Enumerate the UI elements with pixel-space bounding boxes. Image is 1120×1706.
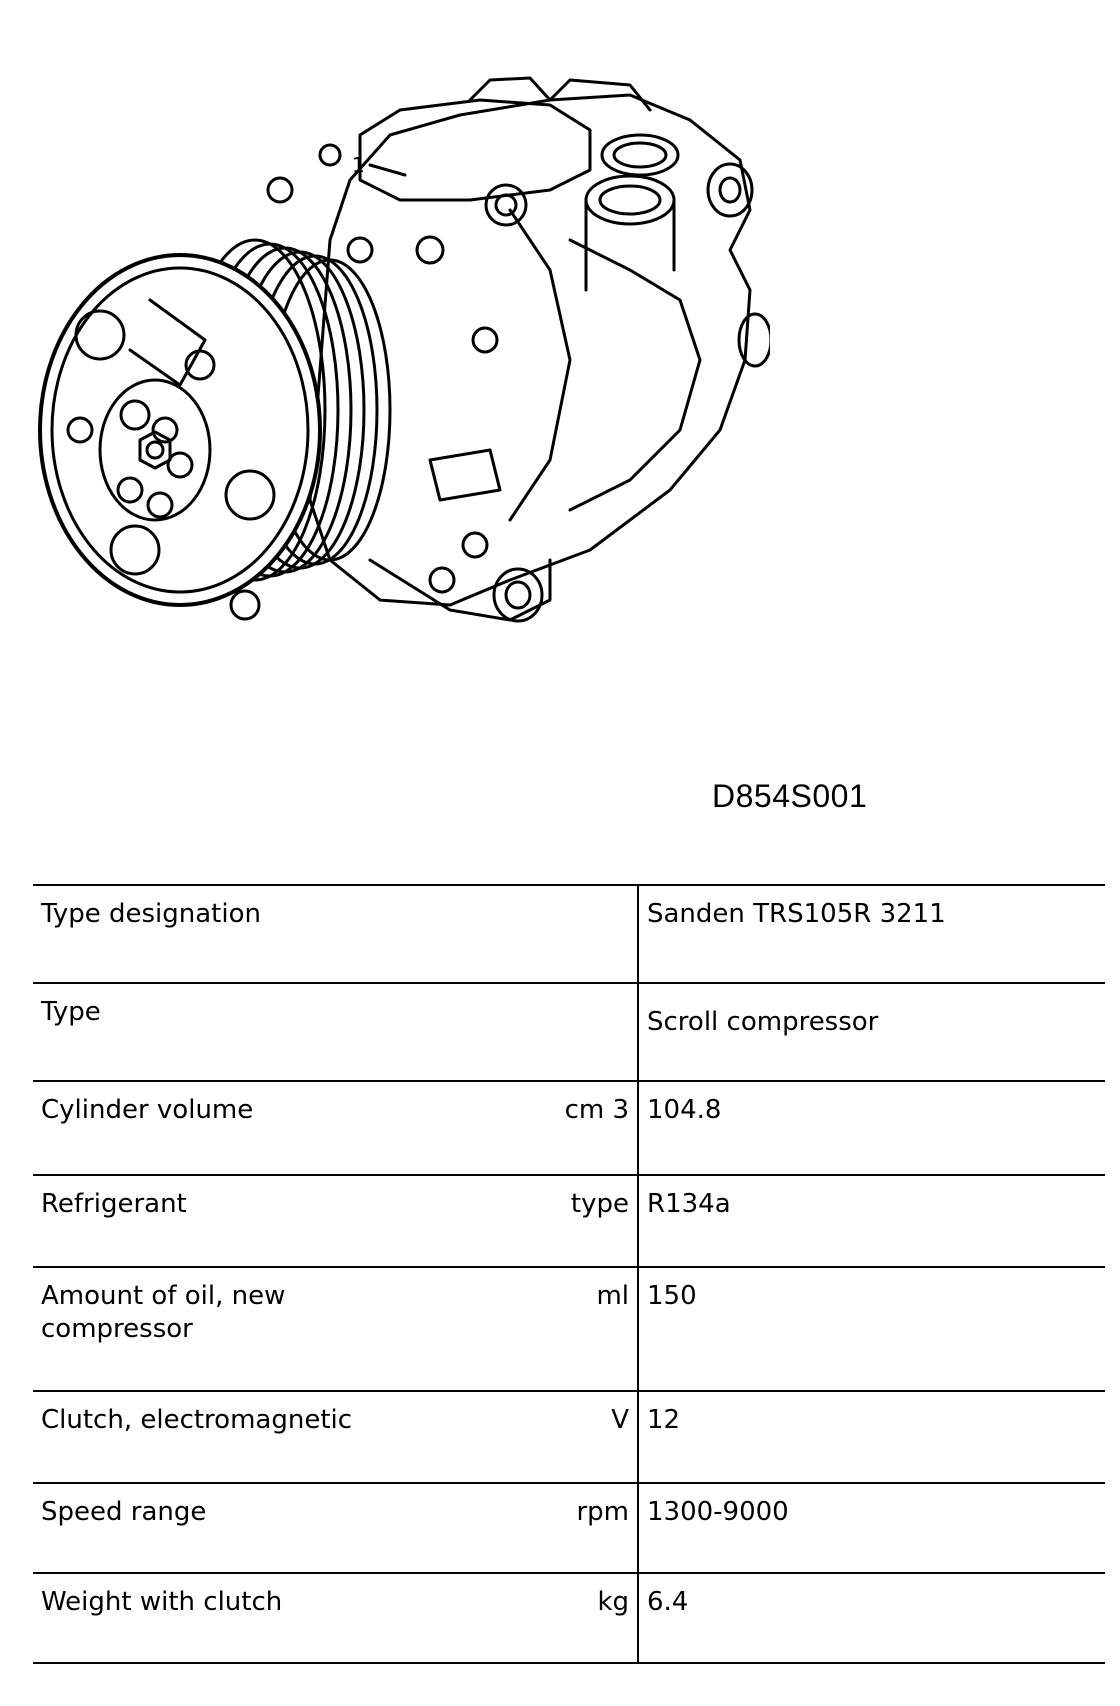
row-label-cell: Weight with clutch kg (33, 1573, 638, 1664)
table-row: Type designation Sanden TRS105R 3211 (33, 884, 1105, 984)
hub-nut (138, 430, 172, 470)
row-label: Type designation (41, 899, 261, 929)
table-row: Refrigerant type R134a (33, 1175, 1105, 1268)
row-value: Scroll compressor (637, 983, 1105, 1082)
figure-code: D854S001 (712, 778, 868, 814)
row-label-cell: Type designation (33, 884, 638, 984)
row-value: 1300-9000 (637, 1483, 1105, 1574)
row-unit: rpm (576, 1497, 629, 1527)
table-row: Cylinder volume cm 3 104.8 (33, 1081, 1105, 1176)
clutch-hub (98, 378, 212, 522)
compressor-illustration: 1 (38, 76, 770, 623)
row-label-cell: Cylinder volume cm 3 (33, 1081, 638, 1176)
row-unit: V (611, 1405, 629, 1435)
row-label: Clutch, electromagnetic (41, 1405, 353, 1435)
row-label: Refrigerant (41, 1189, 187, 1219)
mount-ear-right-top (706, 162, 754, 218)
row-value: Sanden TRS105R 3211 (637, 884, 1105, 984)
mount-ear-right (737, 312, 770, 368)
row-label: Weight with clutch (41, 1587, 283, 1617)
row-label-cell: Type (33, 983, 638, 1082)
row-label: Speed range (41, 1497, 207, 1527)
row-unit: type (570, 1189, 629, 1219)
row-value: 12 (637, 1391, 1105, 1484)
row-value: 150 (637, 1267, 1105, 1392)
top-manifold (358, 98, 592, 202)
mount-ear-bottom (492, 567, 544, 623)
compressor-body (308, 93, 752, 607)
row-value-text: Scroll compressor (647, 1007, 879, 1037)
row-label-cell: Speed range rpm (33, 1483, 638, 1574)
table-row: Clutch, electromagnetic V 12 (33, 1391, 1105, 1484)
row-unit: kg (597, 1587, 629, 1617)
row-label-cell: Refrigerant type (33, 1175, 638, 1268)
clutch-rivet (74, 309, 126, 361)
callout-number: 1 (352, 153, 365, 177)
row-label: Type (41, 997, 101, 1027)
row-value: R134a (637, 1175, 1105, 1268)
table-row: Speed range rpm 1300-9000 (33, 1483, 1105, 1574)
table-row: Amount of oil, new compressor ml 150 (33, 1267, 1105, 1392)
row-unit: cm 3 (564, 1095, 629, 1125)
row-label-cell: Amount of oil, new compressor ml (33, 1267, 638, 1392)
port-upper (600, 133, 680, 177)
table-row: Type Scroll compressor (33, 983, 1105, 1082)
row-unit: ml (596, 1281, 629, 1311)
row-label: Amount of oil, new compressor (41, 1281, 286, 1344)
row-label: Cylinder volume (41, 1095, 254, 1125)
clutch-front-plate (38, 253, 322, 607)
row-value: 104.8 (637, 1081, 1105, 1176)
row-label-cell: Clutch, electromagnetic V (33, 1391, 638, 1484)
specification-table: Type designation Sanden TRS105R 3211 Typ… (33, 884, 1105, 1664)
row-value: 6.4 (637, 1573, 1105, 1664)
table-row: Weight with clutch kg 6.4 (33, 1573, 1105, 1664)
